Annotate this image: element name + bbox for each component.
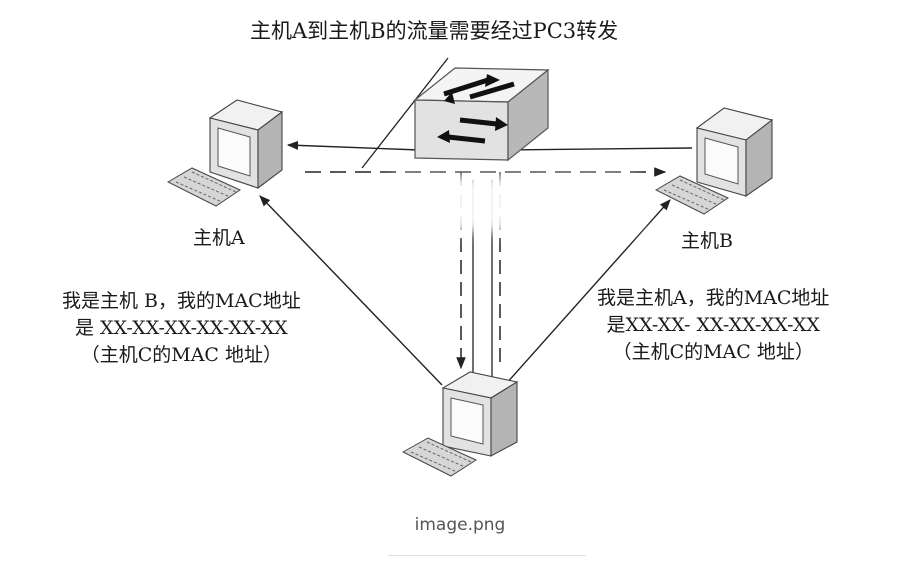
host-b-computer-icon: [695, 107, 774, 198]
spoof-claim-left-line1: 我是主机 B，我的MAC地址: [62, 290, 301, 312]
spoof-claim-left-line2: 是 XX-XX-XX-XX-XX-XX: [75, 316, 288, 339]
caption-divider: [388, 555, 586, 556]
switch-icon: [413, 67, 550, 162]
callout-line: [361, 57, 449, 169]
spoof-claim-right: 我是主机A，我的MAC地址 是XX-XX- XX-XX-XX-XX （主机C的M…: [597, 285, 829, 366]
host-c-keyboard-icon: [401, 437, 478, 477]
diagram-canvas: [166, 57, 774, 477]
image-caption: image.png: [414, 515, 506, 535]
arrow-host-c-to-host-b: [504, 199, 671, 386]
watermark-blur: [382, 176, 644, 232]
spoof-claim-left-line3: （主机C的MAC 地址）: [80, 343, 282, 366]
host-a-label: 主机A: [193, 227, 245, 249]
host-b-label: 主机B: [681, 230, 733, 252]
spoof-claim-right-line3: （主机C的MAC 地址）: [612, 340, 814, 363]
host-c-computer-icon: [441, 371, 519, 457]
spoof-claim-left: 我是主机 B，我的MAC地址 是 XX-XX-XX-XX-XX-XX （主机C的…: [62, 288, 301, 369]
arrow-host-c-to-host-a: [259, 195, 443, 386]
spoof-claim-right-line2: 是XX-XX- XX-XX-XX-XX: [606, 313, 820, 336]
host-b-keyboard-icon: [654, 175, 730, 215]
watermark-blur-bottom: [660, 484, 880, 498]
diagram-title: 主机A到主机B的流量需要经过PC3转发: [250, 19, 619, 43]
spoof-claim-right-line1: 我是主机A，我的MAC地址: [597, 287, 830, 309]
host-a-computer-icon: [208, 99, 284, 190]
arrow-switch-to-host-a: [286, 140, 421, 151]
line-switch-to-host-b: [504, 147, 693, 151]
host-a-keyboard-icon: [166, 167, 242, 207]
